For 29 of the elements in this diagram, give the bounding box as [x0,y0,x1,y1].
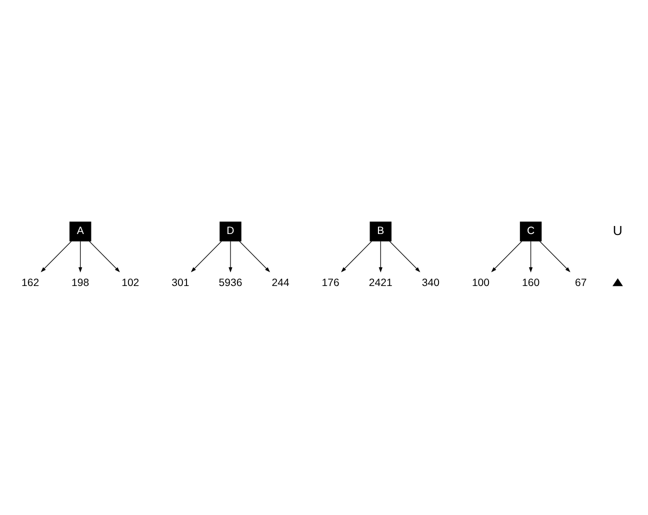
node-text: 340 [422,277,440,290]
arrow [40,240,72,272]
arrow [190,240,222,272]
node-box: D [220,222,242,242]
arrow [389,240,420,272]
arrow [528,240,533,273]
node-text: 2421 [368,277,392,290]
node-text: 5936 [218,277,242,290]
arrow [491,240,522,272]
arrow [341,240,372,272]
arrow [239,240,270,272]
arrow [228,240,232,273]
node-text: 162 [22,277,40,290]
node-box: A [69,222,92,242]
node-text: 244 [272,277,290,290]
node-box: C [520,222,542,242]
arrow [378,240,382,273]
node-text: 102 [122,277,140,290]
node-text: 301 [172,277,190,290]
node-text: 160 [522,277,540,290]
node-text: 100 [472,277,490,290]
arrow [88,240,120,272]
label: U [612,222,622,238]
node-text: 198 [72,277,90,290]
node-text: 176 [322,277,340,290]
arrow [78,240,82,273]
arrow [539,240,570,272]
node-box: B [370,222,392,242]
node-text: 67 [574,277,587,290]
